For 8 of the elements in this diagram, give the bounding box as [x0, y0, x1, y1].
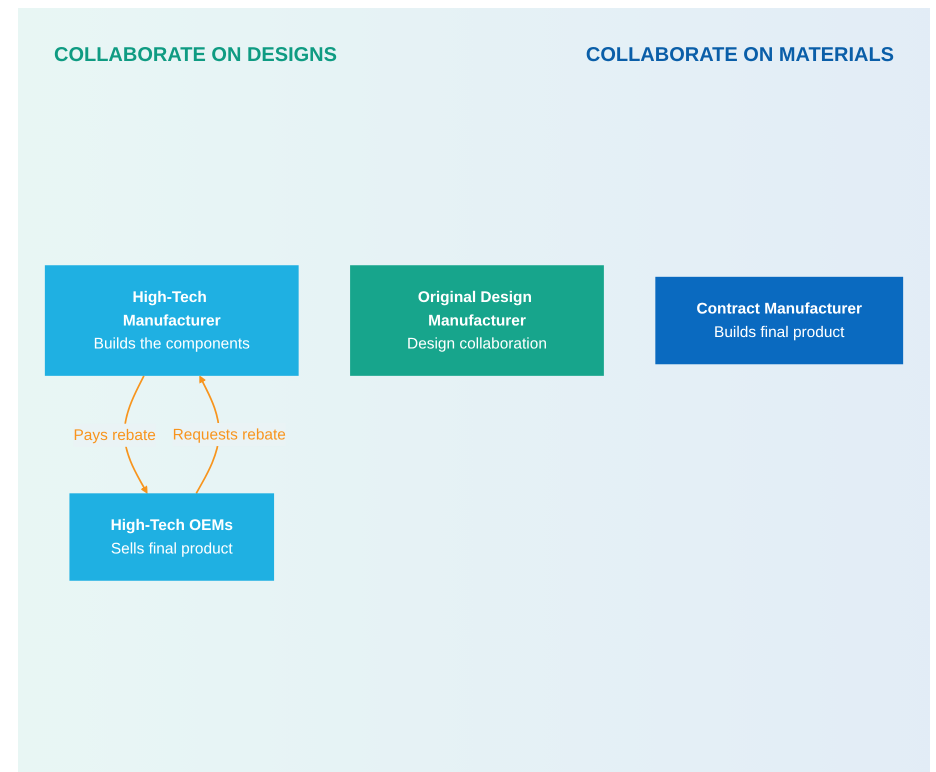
node-box: High-Tech Manufacturer Builds the components: [44, 265, 299, 376]
edge-label: Requests rebate: [172, 426, 286, 443]
edge-label: Pays rebate: [73, 426, 156, 444]
node-box: High-Tech OEMs Sells final product: [69, 493, 274, 581]
section-heading: COLLABORATE ON DESIGNS: [54, 44, 337, 67]
node-box: Original Design Manufacturer Design collaboration: [350, 265, 604, 376]
node-box: Contract Manufacturer Builds final product: [655, 276, 904, 364]
section-heading: COLLABORATE ON MATERIALS: [586, 44, 894, 67]
